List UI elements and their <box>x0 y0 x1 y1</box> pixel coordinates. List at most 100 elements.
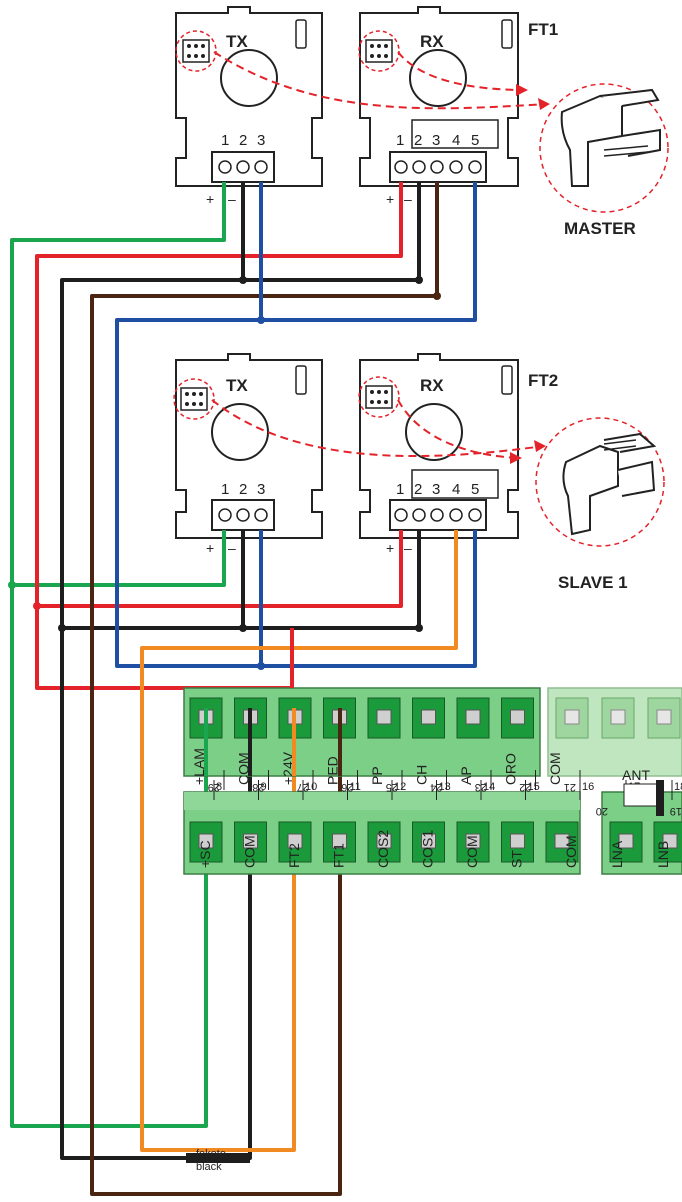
ft1-rx-lens <box>409 49 467 107</box>
ant-terminal-screw-head <box>618 833 634 849</box>
junction-dots <box>58 276 423 632</box>
ft2-rx-side-connector <box>501 365 513 395</box>
ft2-tx-pin-3: 3 <box>257 481 265 498</box>
ft1-rx-pin-2: 2 <box>414 132 422 149</box>
bottom-terminal-number: 9 <box>261 781 267 793</box>
bottom-terminal-label: COM <box>464 835 480 868</box>
bottom-terminal-screw-head <box>510 709 525 725</box>
bottom-terminal-number: 15 <box>528 781 540 793</box>
ft1-tx-jumper <box>182 39 210 63</box>
light-terminal-screw-head <box>656 709 672 725</box>
ft1-dip-arrows <box>213 51 549 110</box>
light-terminal-number: 18 <box>674 781 682 793</box>
ant-terminal-screw-head <box>662 833 678 849</box>
wire-brown <box>90 182 439 1196</box>
ft2-tx-minus: – <box>228 540 236 556</box>
top-terminal-label: +LAM <box>191 748 207 785</box>
ft2-tx-lens <box>211 403 269 461</box>
ft1-tx-plus: + <box>206 191 214 207</box>
ft1-tx-pin-2: 2 <box>239 132 247 149</box>
wire-black-label-hu: fekete <box>196 1148 226 1160</box>
bottom-terminal-label: COS1 <box>420 830 436 868</box>
light-terminal-label: LNB <box>655 841 671 868</box>
light-terminal-number: 16 <box>582 781 594 793</box>
ft1-rx-jumper <box>365 39 393 63</box>
top-screws <box>189 821 682 863</box>
ft2-title: FT2 <box>528 371 558 390</box>
light-terminal-label: LNA <box>609 840 625 868</box>
ft1-rx-pin-1: 1 <box>396 132 404 149</box>
ft2-rx-plus: + <box>386 540 394 556</box>
slave-jumper-detail <box>535 417 665 547</box>
ft2-tx-sensor: TX 1 2 3 + – <box>173 353 323 556</box>
ft1-rx-pin-5: 5 <box>471 132 479 149</box>
ft2-rx-sensor: RX 1 2 3 4 5 + – <box>358 353 519 556</box>
ft1-mode-label: MASTER <box>564 219 636 238</box>
ft2-dip-arrows <box>211 399 545 459</box>
bottom-terminal-screw-head <box>421 709 436 725</box>
ft1-title: FT1 <box>528 20 558 39</box>
bottom-terminal-label: COM <box>242 835 258 868</box>
ft1-tx-pin-3: 3 <box>257 132 265 149</box>
bottom-terminal-number: 10 <box>305 781 317 793</box>
wire-blue <box>115 182 477 668</box>
wire-red-ft2 <box>37 530 403 608</box>
ft1-tx-label: TX <box>226 32 248 51</box>
ft1-rx-pin-4: 4 <box>452 132 460 149</box>
ft2-rx-pin-4: 4 <box>452 481 460 498</box>
top-terminal-screw-head <box>510 833 525 849</box>
bottom-terminal-number: 14 <box>483 781 495 793</box>
light-terminal-screw-head <box>564 709 580 725</box>
top-terminal-label: COM <box>547 752 563 785</box>
top-terminal-screw-head <box>332 833 347 849</box>
top-terminal-screw-head <box>554 833 570 849</box>
top-terminal-label: AP <box>458 766 474 785</box>
bottom-terminal-label: FT2 <box>286 843 302 868</box>
top-terminal-label: PP <box>369 766 385 785</box>
light-terminal-screw-head <box>610 709 626 725</box>
ft2-mode-label: SLAVE 1 <box>558 573 628 592</box>
ft2-rx-pin-3: 3 <box>432 481 440 498</box>
ft1-rx-pin-3: 3 <box>432 132 440 149</box>
top-terminal-screw-head <box>243 833 258 849</box>
wire-orange <box>140 530 458 1152</box>
top-terminal-screw-head <box>421 833 436 849</box>
ft1-rx-plus: + <box>386 191 394 207</box>
ft2-rx-minus: – <box>404 540 412 556</box>
top-terminal-screw <box>278 821 312 863</box>
ft2-rx-pin-5: 5 <box>471 481 479 498</box>
bottom-terminal-number: 8 <box>216 781 222 793</box>
ft1-rx-sensor: RX 1 2 3 4 5 + – <box>358 6 519 207</box>
ft2-rx-jumper <box>365 385 393 409</box>
bottom-terminal-screw-head <box>376 709 392 725</box>
bottom-terminal-label: FT1 <box>331 843 347 868</box>
light-terminal-screw <box>647 697 681 739</box>
ft2-tx-label: TX <box>226 376 248 395</box>
ft1-rx-label: RX <box>420 32 444 51</box>
ft1-tx-lens <box>220 49 278 107</box>
wire-black <box>60 182 421 1160</box>
top-terminal-label: CH <box>414 765 430 785</box>
ft1-tx-pin-1: 1 <box>221 132 229 149</box>
top-terminal-label: PED <box>325 756 341 785</box>
top-terminal-number: 21 <box>564 781 576 793</box>
ft2-tx-pin-1: 1 <box>221 481 229 498</box>
wire-black-label-en: black <box>196 1161 222 1173</box>
ft2-tx-side-connector <box>295 365 307 395</box>
top-terminal-label: COM <box>236 752 252 785</box>
light-terminal-label: COM <box>563 835 579 868</box>
wire-green <box>10 182 226 1128</box>
ft1-rx-side-connector <box>501 19 513 49</box>
ft2-rx-label: RX <box>420 376 444 395</box>
top-terminal-screw-head <box>198 833 214 849</box>
top-terminal-screw-head <box>376 833 392 849</box>
ft1-tx-sensor: TX 1 2 3 + – <box>175 6 323 207</box>
bottom-terminal-number: 11 <box>350 781 361 793</box>
ft2-tx-plus: + <box>206 540 214 556</box>
ft1-tx-minus: – <box>228 191 236 207</box>
wire-green-ft2 <box>12 530 226 587</box>
ant-number-19: 19 <box>670 805 682 817</box>
ft2-tx-jumper <box>180 387 208 411</box>
ft2-rx-lens <box>405 403 463 461</box>
